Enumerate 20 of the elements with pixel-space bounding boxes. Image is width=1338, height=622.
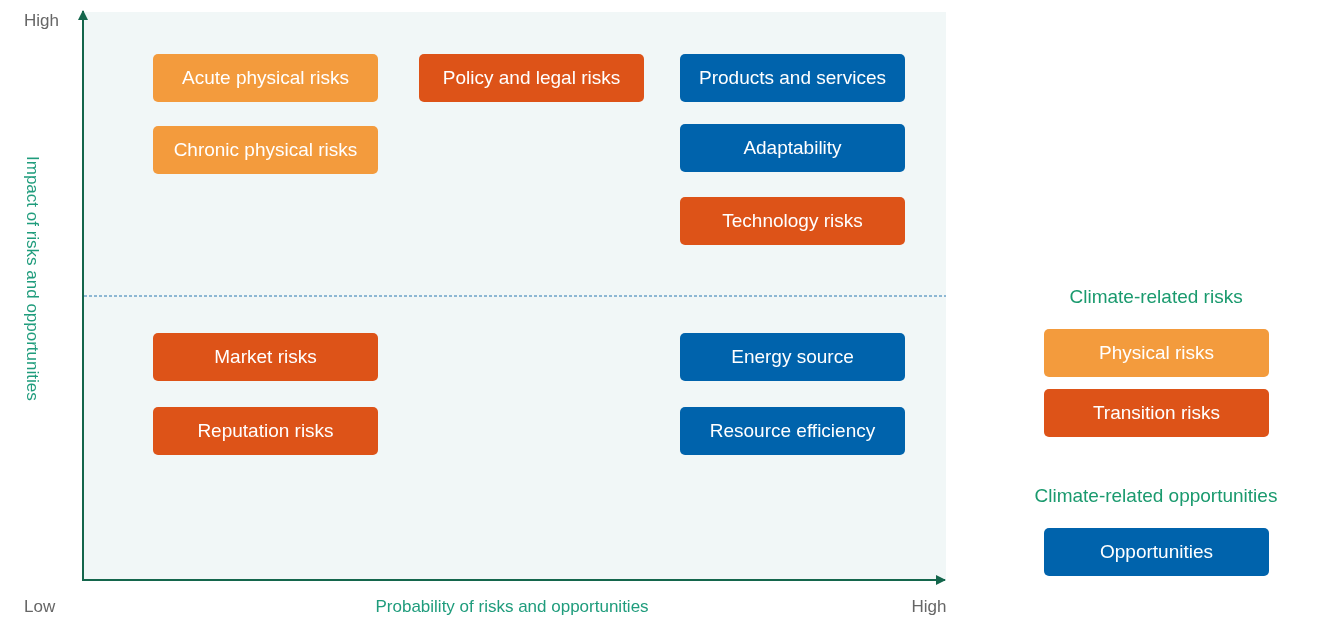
category-box: Market risks xyxy=(153,333,378,381)
category-box: Energy source xyxy=(680,333,905,381)
category-box: Acute physical risks xyxy=(153,54,378,102)
axis-label: Low xyxy=(24,597,56,617)
legend-heading: Climate-related risks xyxy=(1069,286,1243,308)
legend-swatch: Physical risks xyxy=(1044,329,1269,377)
axis-label: High xyxy=(24,11,59,31)
category-box: Reputation risks xyxy=(153,407,378,455)
axis-title: Probability of risks and opportunities xyxy=(375,597,649,617)
legend-heading: Climate-related opportunities xyxy=(1034,485,1278,507)
category-box: Policy and legal risks xyxy=(419,54,644,102)
axis-title: Impact of risks and opportunities xyxy=(22,156,42,401)
legend-swatch: Opportunities xyxy=(1044,528,1269,576)
category-box: Chronic physical risks xyxy=(153,126,378,174)
category-box: Adaptability xyxy=(680,124,905,172)
category-box: Products and services xyxy=(680,54,905,102)
legend-swatch: Transition risks xyxy=(1044,389,1269,437)
category-box: Resource efficiency xyxy=(680,407,905,455)
category-box: Technology risks xyxy=(680,197,905,245)
axis-label: High xyxy=(911,597,947,617)
